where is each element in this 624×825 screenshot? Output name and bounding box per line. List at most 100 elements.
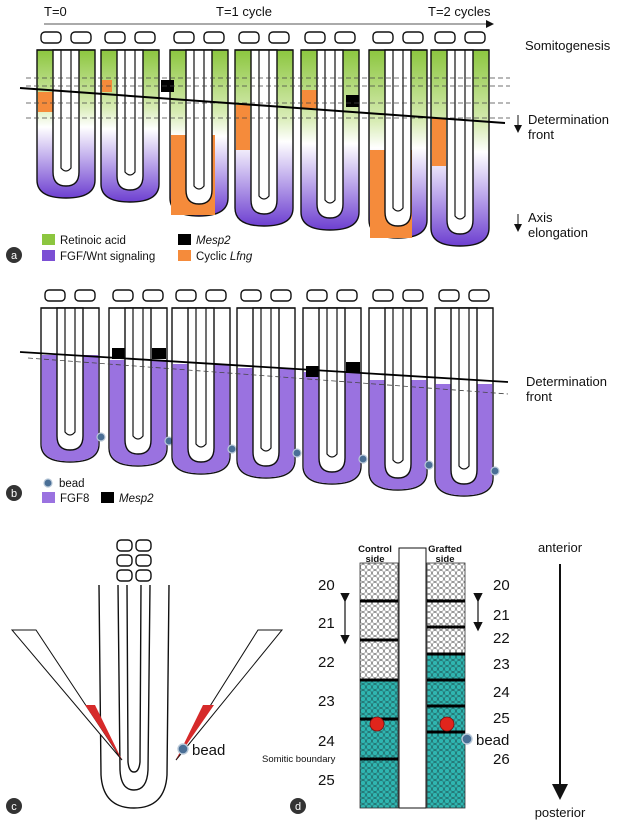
notochord (398, 547, 427, 809)
somite (304, 31, 326, 44)
bead (358, 454, 368, 464)
grafted-boundaries (427, 599, 465, 734)
cyclic-lfng-expression (236, 105, 250, 150)
cyclic-lfng-expression (302, 90, 318, 108)
tail (100, 31, 160, 203)
time-label-t2: T=2 cycles (428, 4, 491, 19)
legend-retinoic-acid: Retinoic acid (60, 235, 126, 247)
neural-tube (316, 49, 344, 219)
control-number-21: 21 (318, 615, 335, 632)
panel-label-b: b (11, 488, 17, 500)
somite (372, 289, 394, 302)
neural-tube (250, 49, 278, 215)
panel-label-c-circle (6, 798, 22, 814)
panel-b: Determination front bead FGF8 Mesp2 b (6, 289, 607, 505)
notochord-line (458, 308, 470, 470)
somitic-boundary-label: Somitic boundary (262, 754, 336, 765)
legend-cyclic: Cyclic (196, 251, 230, 263)
notochord-line (392, 308, 404, 464)
notochord-line (64, 308, 76, 436)
neural-tube (185, 49, 213, 205)
somite (238, 31, 260, 44)
somite (112, 289, 134, 302)
bead (424, 460, 434, 470)
bead (490, 466, 500, 476)
somite (464, 31, 486, 44)
somite (402, 31, 424, 44)
determination-front-label-b2: front (526, 389, 552, 404)
left-needle-tip (85, 705, 122, 760)
tail (368, 289, 428, 491)
determination-front-label-a2: front (528, 127, 554, 142)
control-number-24: 24 (318, 733, 335, 750)
legend-swatch-mesp2-b (101, 492, 114, 503)
tail (161, 31, 229, 217)
notochord-line (60, 50, 72, 172)
panel-b-tails (40, 289, 500, 497)
grafted-number-23: 23 (493, 656, 510, 673)
posterior-label: posterior (535, 805, 586, 820)
neural-tube (450, 307, 478, 485)
red-cell-grafted (439, 716, 455, 732)
control-side-label-2: side (365, 554, 384, 565)
somite (268, 31, 290, 44)
tail (430, 31, 490, 247)
grafted-number-26: 26 (493, 751, 510, 768)
neural-tube (187, 307, 215, 463)
control-number-22: 22 (318, 654, 335, 671)
grafted-number-25: 25 (493, 710, 510, 727)
cyclic-lfng-expression (38, 92, 54, 112)
bead-label-d: bead (476, 732, 509, 749)
grafted-column-white (426, 562, 466, 655)
somite (205, 289, 227, 302)
determination-front-line-b (19, 351, 509, 383)
legend-swatch-cyclic-lfng (178, 250, 191, 261)
legend-mesp2-b: Mesp2 (119, 493, 154, 505)
control-column-white (359, 562, 399, 681)
somite (70, 31, 92, 44)
red-cell-control (369, 716, 385, 732)
time-label-t0: T=0 (44, 4, 67, 19)
mesp2-expression (161, 80, 174, 92)
bead-label-c: bead (192, 742, 225, 759)
somite (336, 289, 358, 302)
somite (104, 31, 126, 44)
tail (171, 289, 231, 475)
tail (300, 31, 360, 231)
somite (175, 289, 197, 302)
tail (434, 289, 494, 497)
neural-tube (56, 307, 84, 451)
legend-swatch-fgf8 (42, 492, 55, 503)
notochord-line (132, 308, 144, 440)
tail (40, 289, 100, 463)
tail (302, 289, 362, 485)
panel-c-tail-inner (117, 584, 151, 791)
somite (270, 289, 292, 302)
legend-bead-marker (43, 478, 53, 488)
neural-tube (384, 307, 412, 479)
control-number-20: 20 (318, 577, 335, 594)
tail (108, 289, 168, 467)
bead-d (461, 733, 473, 745)
somite (372, 31, 394, 44)
panel-d: Control side Grafted side (262, 540, 586, 820)
neural-tube (252, 307, 280, 467)
somite (142, 289, 164, 302)
neural-tube (446, 49, 474, 235)
grafted-side-label-1: Grafted (428, 544, 462, 555)
legend-fgf-wnt: FGF/Wnt signaling (60, 251, 155, 263)
neural-tube (124, 307, 152, 455)
legend-lfng: Lfng (230, 251, 253, 263)
neural-tube (116, 49, 144, 191)
mesp2-expression (112, 348, 126, 359)
somite (74, 289, 96, 302)
tail (368, 31, 428, 239)
panel-label-a-circle (6, 247, 22, 263)
grafted-number-24: 24 (493, 684, 510, 701)
panel-a-tails (36, 31, 490, 247)
somite (173, 31, 195, 44)
control-number-23: 23 (318, 693, 335, 710)
somite (44, 289, 66, 302)
notochord-line (454, 50, 466, 220)
